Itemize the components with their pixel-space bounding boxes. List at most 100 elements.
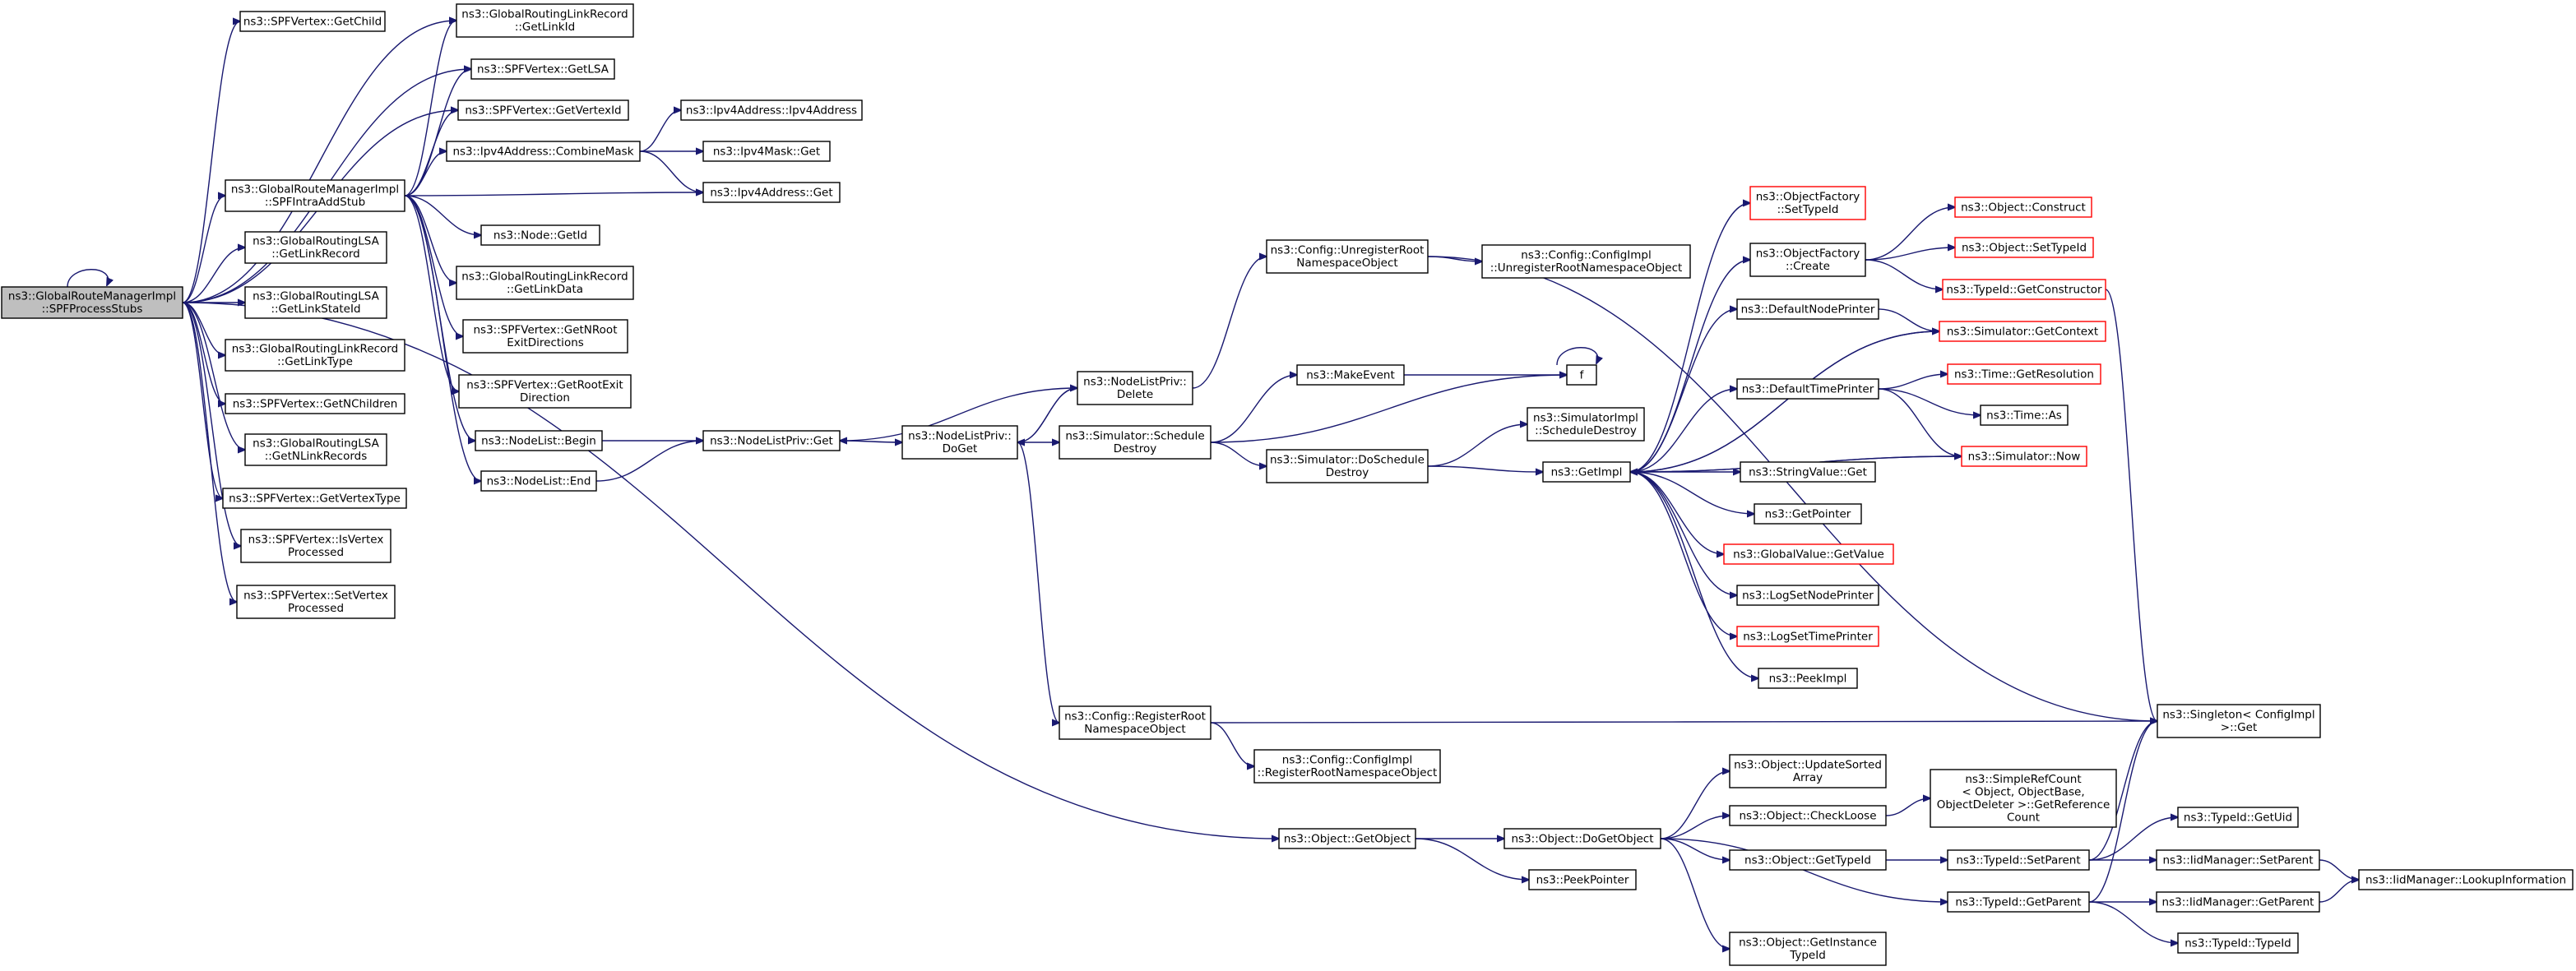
node-box [2156, 891, 2320, 913]
edge-getimpl-to-peekimpl [1629, 471, 1758, 678]
node-peekpointer[interactable]: ns3::PeekPointer [1528, 869, 1637, 890]
node-obj-settypeid[interactable]: ns3::Object::SetTypeId [1954, 237, 2094, 258]
node-obj-getobject[interactable]: ns3::Object::GetObject [1278, 828, 1416, 849]
node-box [1736, 626, 1879, 647]
node-getvertextype[interactable]: ns3::SPFVertex::GetVertexType [222, 488, 407, 509]
node-f[interactable]: f [1566, 364, 1597, 386]
node-getnchildren[interactable]: ns3::SPFVertex::GetNChildren [225, 393, 405, 414]
node-box [702, 430, 841, 451]
node-of-create[interactable]: ns3::ObjectFactory::Create [1749, 243, 1866, 277]
node-getimpl[interactable]: ns3::GetImpl [1542, 461, 1631, 483]
node-glsa-linkrecord[interactable]: ns3::GlobalRoutingLSA::GetLinkRecord [244, 231, 387, 264]
edge [404, 195, 481, 235]
node-obj-gettypeid[interactable]: ns3::Object::GetTypeId [1729, 849, 1887, 871]
edge-obj-checkloose-to-simplerefcount [1885, 798, 1930, 816]
node-label: ns3::Simulator::Schedule [1065, 430, 1204, 443]
node-box [456, 266, 634, 300]
edge-typeid-getctor-to-singleton-get [2105, 289, 2157, 721]
node-box [1077, 371, 1193, 405]
node-defnodeprinter[interactable]: ns3::DefaultNodePrinter [1736, 298, 1879, 320]
node-cfgimpl-reg[interactable]: ns3::Config::ConfigImpl::RegisterRootNam… [1253, 749, 1441, 784]
node-simplerefcount[interactable]: ns3::SimpleRefCount< Object, ObjectBase,… [1930, 769, 2117, 828]
node-glrlr-linktype[interactable]: ns3::GlobalRoutingLinkRecord::GetLinkTyp… [225, 339, 405, 372]
node-singleton-get[interactable]: ns3::Singleton< ConfigImpl >::Get [2157, 704, 2321, 738]
edge [595, 441, 703, 482]
edge-root-to-spfintra [182, 196, 225, 303]
node-obj-construct[interactable]: ns3::Object::Construct [1954, 197, 2092, 218]
node-cfgimpl-unreg[interactable]: ns3::Config::ConfigImpl::UnregisterRootN… [1481, 244, 1691, 279]
node-obj-dogetobject[interactable]: ns3::Object::DoGetObject [1503, 828, 1661, 849]
edge-getimpl-to-of-create [1629, 260, 1750, 473]
node-nlpriv-get[interactable]: ns3::NodeListPriv::Get [702, 430, 841, 451]
node-label: ns3::SPFVertex::SetVertex [243, 590, 388, 603]
node-of-settypeid[interactable]: ns3::ObjectFactory::SetTypeId [1749, 186, 1866, 220]
edge-root-to-isvertexprocessed [182, 302, 241, 546]
node-obj-checkloose[interactable]: ns3::Object::CheckLoose [1729, 805, 1887, 826]
node-sim-schedule[interactable]: ns3::Simulator::ScheduleDestroy [1059, 425, 1212, 460]
node-box [462, 319, 628, 354]
node-typeid-typeid[interactable]: ns3::TypeId::TypeId [2177, 932, 2299, 954]
node-sim-now[interactable]: ns3::Simulator::Now [1961, 446, 2087, 467]
node-box [1, 286, 183, 319]
node-makeevent[interactable]: ns3::MakeEvent [1296, 364, 1405, 386]
node-ipv4addr-get[interactable]: ns3::Ipv4Address::Get [702, 182, 841, 203]
node-label: ns3::Config::UnregisterRoot [1271, 244, 1425, 257]
edge-of-create-to-obj-settypeid [1865, 247, 1955, 261]
node-nodelist-end[interactable]: ns3::NodeList::End [480, 470, 597, 492]
node-sim-getcontext[interactable]: ns3::Simulator::GetContext [1939, 321, 2106, 342]
node-label: Processed [288, 602, 344, 615]
node-combinemask[interactable]: ns3::Ipv4Address::CombineMask [446, 141, 641, 162]
node-nlpriv-doget[interactable]: ns3::NodeListPriv::DoGet [901, 425, 1018, 460]
node-simimpl-sched[interactable]: ns3::SimulatorImpl::ScheduleDestroy [1527, 407, 1645, 442]
node-iid-getparent[interactable]: ns3::IidManager::GetParent [2156, 891, 2320, 913]
node-iid-setparent[interactable]: ns3::IidManager::SetParent [2156, 849, 2320, 871]
node-typeid-setparent[interactable]: ns3::TypeId::SetParent [1947, 849, 2090, 871]
node-label: ns3::GlobalValue::GetValue [1733, 548, 1884, 561]
node-nlpriv-delete[interactable]: ns3::NodeListPriv::Delete [1077, 371, 1193, 405]
node-typeid-getparent[interactable]: ns3::TypeId::GetParent [1947, 891, 2090, 913]
node-iid-lookup[interactable]: ns3::IidManager::LookupInformation [2358, 869, 2574, 890]
node-peekimpl[interactable]: ns3::PeekImpl [1758, 668, 1858, 689]
node-logsettimeprinter[interactable]: ns3::LogSetTimePrinter [1736, 626, 1879, 647]
node-logsetnodeprinter[interactable]: ns3::LogSetNodePrinter [1736, 585, 1879, 606]
node-typeid-getuid[interactable]: ns3::TypeId::GetUid [2177, 807, 2299, 828]
node-deftimeprinter[interactable]: ns3::DefaultTimePrinter [1736, 378, 1879, 400]
node-root[interactable]: ns3::GlobalRouteManagerImpl::SPFProcessS… [1, 286, 183, 319]
node-ipv4mask-get[interactable]: ns3::Ipv4Mask::Get [702, 141, 831, 162]
node-glsa-linkstateid[interactable]: ns3::GlobalRoutingLSA::GetLinkStateId [244, 286, 387, 319]
node-getchild[interactable]: ns3::SPFVertex::GetChild [239, 11, 386, 32]
node-strval-get[interactable]: ns3::StringValue::Get [1740, 461, 1876, 483]
node-label: ns3::ObjectFactory [1756, 191, 1860, 204]
node-box [2177, 807, 2299, 828]
node-node-getid[interactable]: ns3::Node::GetId [480, 224, 600, 246]
node-typeid-getctor[interactable]: ns3::TypeId::GetConstructor [1942, 279, 2106, 300]
node-nodelist-begin[interactable]: ns3::NodeList::Begin [475, 430, 603, 451]
node-label: ns3::Time::GetResolution [1954, 368, 2094, 381]
node-getpointer[interactable]: ns3::GetPointer [1754, 503, 1862, 525]
edge-combinemask-to-ipv4addr-get [639, 150, 703, 192]
edge-spfintra-to-getrootexit [404, 195, 459, 391]
node-glrlr-linkdata[interactable]: ns3::GlobalRoutingLinkRecord::GetLinkDat… [456, 266, 634, 300]
node-box [1954, 237, 2094, 258]
node-getlsa[interactable]: ns3::SPFVertex::GetLSA [470, 58, 615, 80]
node-time-getres[interactable]: ns3::Time::GetResolution [1947, 363, 2101, 385]
node-box [457, 99, 629, 121]
node-time-as[interactable]: ns3::Time::As [1980, 405, 2069, 426]
node-cfg-unreg[interactable]: ns3::Config::UnregisterRootNamespaceObje… [1266, 239, 1429, 274]
node-spfintra[interactable]: ns3::GlobalRouteManagerImpl::SPFIntraAdd… [225, 179, 405, 212]
node-glsa-nlinkrecords[interactable]: ns3::GlobalRoutingLSA::GetNLinkRecords [244, 433, 387, 466]
node-getvertexid[interactable]: ns3::SPFVertex::GetVertexId [457, 99, 629, 121]
node-label: ns3::TypeId::GetConstructor [1946, 283, 2102, 296]
node-ipv4addr-ctor[interactable]: ns3::Ipv4Address::Ipv4Address [680, 99, 863, 121]
node-cfg-reg[interactable]: ns3::Config::RegisterRootNamespaceObject [1059, 705, 1212, 740]
node-gv-getvalue[interactable]: ns3::GlobalValue::GetValue [1723, 543, 1894, 565]
node-glrlr-linkid[interactable]: ns3::GlobalRoutingLinkRecord::GetLinkId [456, 3, 634, 38]
node-label: ::SPFIntraAddStub [265, 196, 365, 209]
